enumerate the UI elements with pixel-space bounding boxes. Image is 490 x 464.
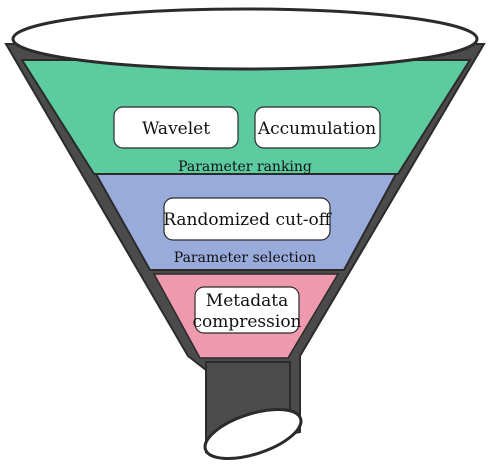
stage-band-ranking [20, 59, 472, 175]
stage-label-ranking: Parameter ranking [178, 159, 312, 175]
funnel-spout-opening [203, 407, 303, 461]
metadata-label: Metadata [206, 291, 288, 311]
metadata-compression-box [194, 286, 300, 334]
wavelet-label: Wavelet [142, 119, 210, 139]
wavelet-box [113, 106, 239, 149]
accumulation-label: Accumulation [257, 119, 376, 139]
randomized-cutoff-box [163, 197, 331, 241]
randomized-cutoff-label: Randomized cut-off [163, 210, 333, 230]
accumulation-box [254, 106, 381, 149]
compression-label: compression [192, 312, 301, 332]
funnel-top-opening [11, 7, 479, 71]
stage-label-selection: Parameter selection [174, 250, 316, 266]
